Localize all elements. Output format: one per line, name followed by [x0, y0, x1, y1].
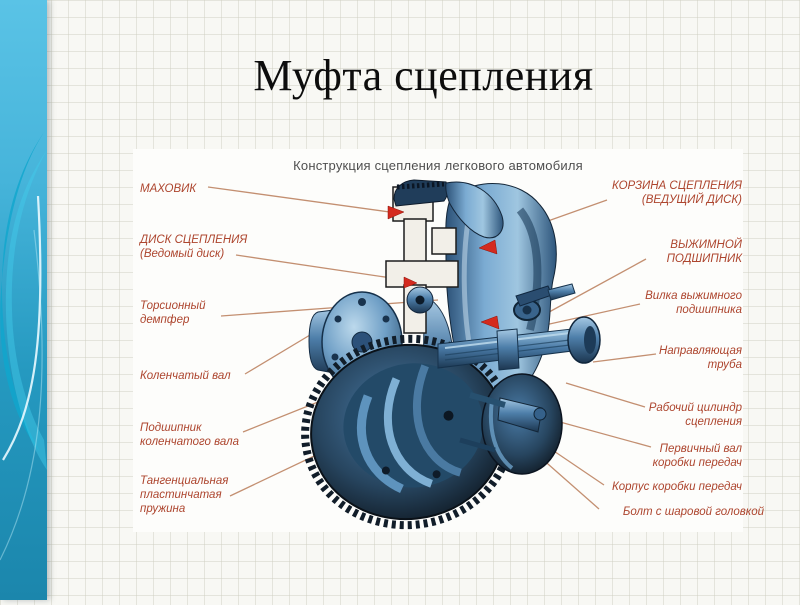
label-crankshaft: Коленчатый вал [140, 370, 231, 382]
slide-title: Муфта сцепления [253, 51, 594, 100]
decor-sidebar [0, 0, 47, 600]
label-clutch-disc: ДИСК СЦЕПЛЕНИЯ(Ведомый диск) [140, 234, 248, 260]
label-gearbox-housing: Корпус коробки передач [611, 481, 742, 493]
label-clutch-basket: КОРЗИНА СЦЕПЛЕНИЯ(ВЕДУЩИЙ ДИСК) [611, 180, 742, 206]
label-ball-head-bolt: Болт с шаровой головкой [622, 506, 764, 518]
label-flywheel: МАХОВИК [140, 183, 197, 195]
diagram-title: Конструкция сцепления легкового автомоби… [293, 158, 583, 173]
sidebar-swoosh-icon [0, 128, 47, 561]
